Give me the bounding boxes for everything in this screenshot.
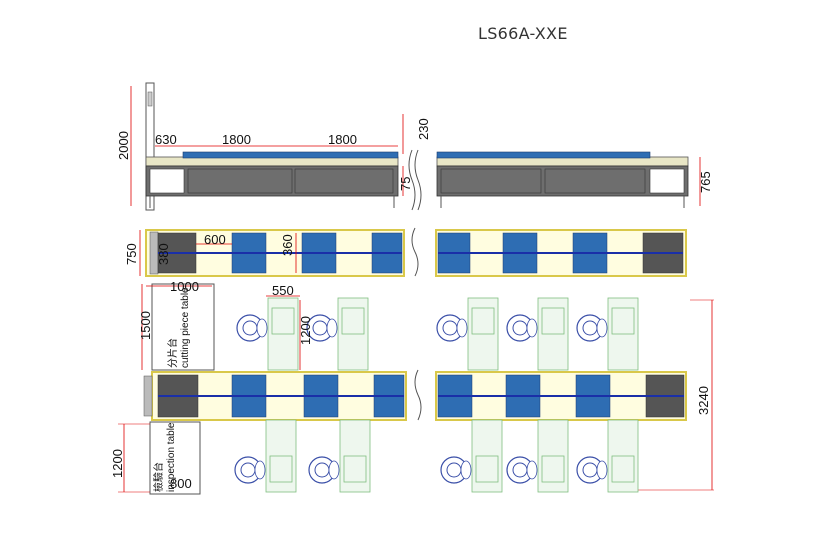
dim-top: 230 (416, 118, 431, 140)
dim-station-width: 550 (272, 283, 294, 298)
dim-cutting-depth: 1500 (138, 311, 153, 340)
operator-chair-icon (234, 456, 266, 484)
dim-plan-width: 750 (124, 243, 139, 265)
table-top (145, 156, 399, 167)
operator-chair-icon (576, 456, 608, 484)
cutting-label-en: cutting piece table (180, 287, 191, 368)
dim-span-2: 1800 (328, 132, 357, 147)
inspection-label-en: inspection table (166, 422, 177, 492)
operator-chair-icon (440, 456, 472, 484)
dim-station-depth: 1200 (298, 316, 313, 345)
upper-stations: 550 1200 (236, 283, 639, 371)
light-post (145, 82, 155, 211)
dim-inspection-depth: 1200 (110, 449, 125, 478)
work-station (576, 419, 639, 493)
work-station (436, 297, 499, 371)
work-station (308, 419, 371, 493)
inspection-label-cn: 檢驗台 (152, 462, 165, 492)
operator-chair-icon (576, 314, 608, 342)
operator-chair-icon (236, 314, 268, 342)
elevation-view: 2000 630 1800 1800 230 75 765 (116, 82, 713, 211)
cutting-label-cn: 分片台 (166, 338, 179, 368)
dim-plan-depth: 360 (280, 234, 295, 256)
dim-span-1: 1800 (222, 132, 251, 147)
lower-stations (234, 419, 639, 493)
dim-inspection-width: 800 (170, 476, 192, 491)
work-station (236, 297, 299, 371)
work-station (506, 297, 569, 371)
dim-height: 2000 (116, 131, 131, 160)
drawing-title: LS66A-XXE (478, 24, 568, 43)
work-station (306, 297, 369, 371)
dim-left: 630 (155, 132, 177, 147)
dim-table-height: 765 (698, 171, 713, 193)
operator-chair-icon (506, 456, 538, 484)
dim-total-length: 3240 (696, 386, 711, 415)
dim-plan-cell: 600 (204, 232, 226, 247)
inspection-table: 1200 檢驗台 inspection table 800 (110, 421, 201, 495)
dim-cutting-width: 1000 (170, 279, 199, 294)
conveyor-belt (182, 151, 399, 159)
work-station (440, 419, 503, 493)
cutting-piece-table: 1000 1500 分片台 cutting piece table (138, 279, 215, 371)
work-station (234, 419, 297, 493)
plan-main-conveyor: 3240 (143, 299, 714, 491)
operator-chair-icon (436, 314, 468, 342)
plan-top-conveyor: 750 380 600 360 (124, 227, 687, 277)
dim-plan-inner: 380 (156, 243, 171, 265)
control-box-icon (147, 91, 153, 107)
work-station (576, 297, 639, 371)
work-station (506, 419, 569, 493)
operator-chair-icon (506, 314, 538, 342)
operator-chair-icon (308, 456, 340, 484)
dim-thickness: 75 (398, 177, 413, 191)
operator-chair-icon (306, 314, 338, 342)
